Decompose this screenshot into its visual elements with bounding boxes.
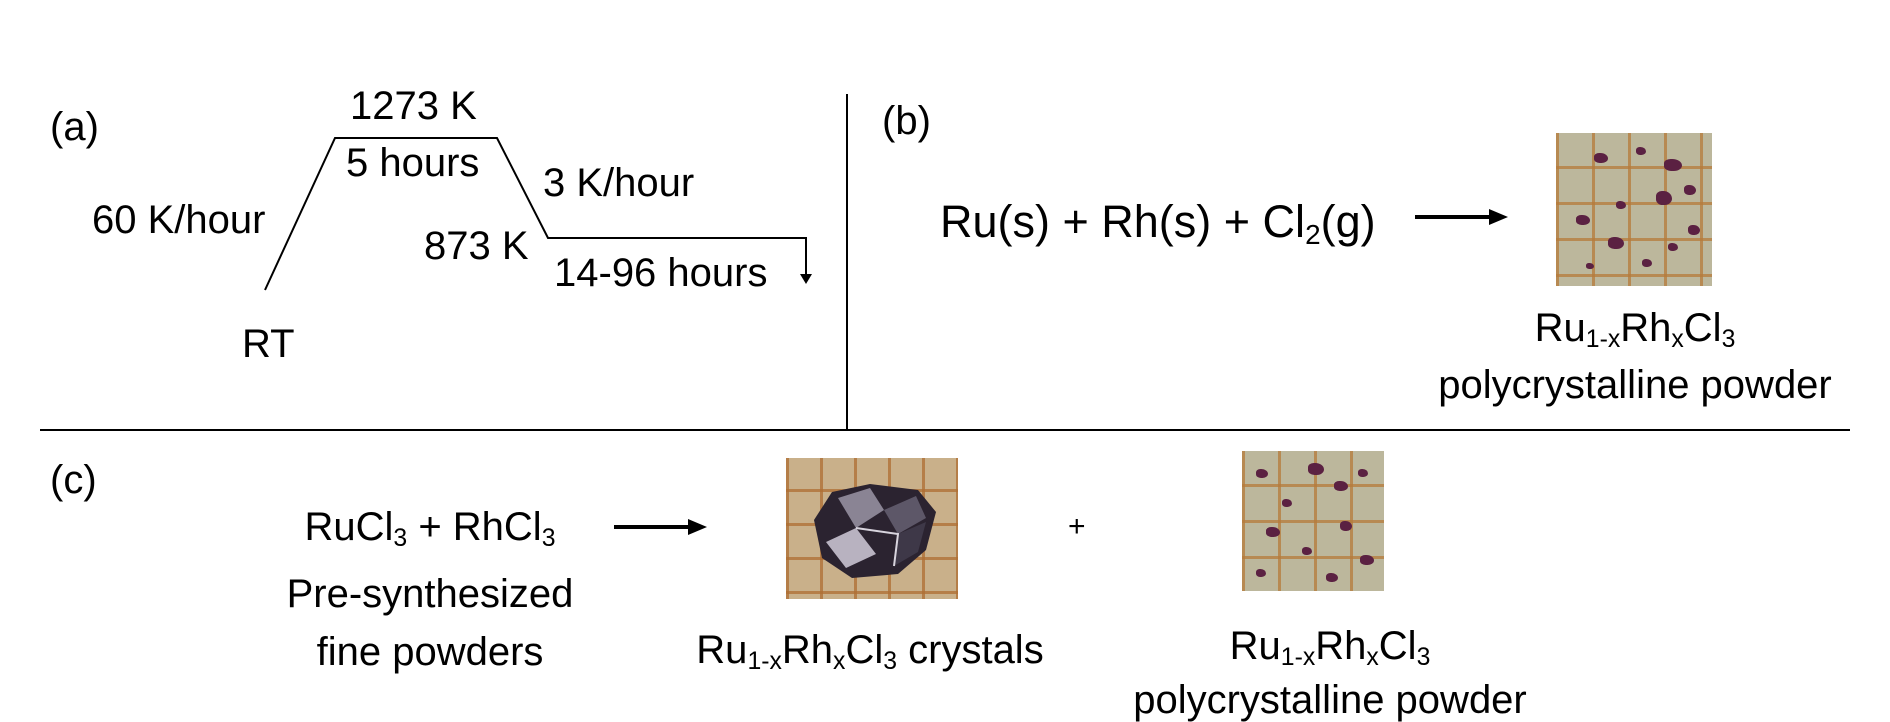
rh-subscript: x bbox=[833, 648, 846, 676]
rh-text: Rh bbox=[1620, 306, 1672, 350]
low-dwell-label: 14-96 hours bbox=[554, 251, 768, 295]
panel-b-label: (b) bbox=[882, 99, 931, 143]
cl-text: Cl bbox=[1378, 624, 1417, 668]
cl-subscript: 3 bbox=[1416, 644, 1431, 672]
rh-subscript: x bbox=[1671, 326, 1684, 354]
rh-subscript: x bbox=[1366, 644, 1379, 672]
rucl-text: RuCl bbox=[304, 505, 394, 549]
ru-subscript: 1-x bbox=[1585, 326, 1621, 354]
cl-subscript: 3 bbox=[1721, 326, 1736, 354]
powder-c-formula: Ru1-xRhxCl3 bbox=[1120, 624, 1540, 670]
ramp-down-rate-label: 3 K/hour bbox=[543, 161, 695, 205]
rucl-subscript: 3 bbox=[393, 525, 408, 553]
ru-subscript: 1-x bbox=[1280, 644, 1316, 672]
reactants-text: Ru(s) + Rh(s) + Cl bbox=[940, 196, 1306, 247]
reactant-note-line-2: fine powders bbox=[316, 630, 544, 674]
crystal-photo bbox=[786, 458, 958, 599]
low-temperature-label: 873 K bbox=[424, 224, 529, 268]
rhcl-subscript: 3 bbox=[541, 525, 556, 553]
chlorine-subscript: 2 bbox=[1305, 218, 1321, 250]
panel-a-label: (a) bbox=[50, 105, 99, 149]
powder-c-caption: polycrystalline powder bbox=[1133, 678, 1527, 722]
rhcl-text: + RhCl bbox=[407, 505, 542, 549]
ru-text: Ru bbox=[1534, 306, 1586, 350]
powder-photo bbox=[1556, 133, 1712, 286]
ru-text: Ru bbox=[696, 628, 748, 672]
high-dwell-label: 5 hours bbox=[346, 141, 480, 185]
ru-subscript: 1-x bbox=[747, 648, 782, 676]
reactant-note-line-1: Pre-synthesized bbox=[286, 572, 574, 616]
ru-text: Ru bbox=[1229, 624, 1281, 668]
powder-photo bbox=[1242, 451, 1384, 591]
start-room-temperature-label: RT bbox=[242, 322, 295, 366]
temperature-profile-line bbox=[264, 137, 807, 291]
cl-subscript: 3 bbox=[883, 648, 898, 676]
reaction-c-reactants: RuCl3 + RhCl3 bbox=[230, 505, 630, 551]
ramp-up-rate-label: 60 K/hour bbox=[92, 198, 266, 242]
rh-text: Rh bbox=[1315, 624, 1367, 668]
rh-text: Rh bbox=[781, 628, 834, 672]
panel-c-label: (c) bbox=[50, 458, 97, 502]
crystals-caption: Ru1-xRhxCl3 crystals bbox=[660, 628, 1080, 674]
crystal-icon bbox=[814, 484, 936, 578]
cl-text: Cl bbox=[1683, 306, 1722, 350]
cl-text: Cl bbox=[845, 628, 884, 672]
crystals-suffix: crystals bbox=[897, 628, 1044, 672]
plus-sign: + bbox=[1068, 510, 1086, 543]
arrow-down-icon bbox=[800, 274, 812, 284]
powder-b-formula: Ru1-xRhxCl3 bbox=[1430, 306, 1840, 352]
peak-temperature-label: 1273 K bbox=[350, 84, 477, 128]
reaction-b-reactants: Ru(s) + Rh(s) + Cl2(g) bbox=[940, 196, 1376, 248]
powder-b-caption: polycrystalline powder bbox=[1438, 363, 1832, 407]
arrow-right-icon bbox=[614, 519, 707, 535]
vertical-divider bbox=[846, 94, 848, 430]
gas-state-text: (g) bbox=[1320, 196, 1376, 247]
horizontal-divider bbox=[40, 429, 1850, 431]
arrow-right-icon bbox=[1415, 209, 1508, 225]
